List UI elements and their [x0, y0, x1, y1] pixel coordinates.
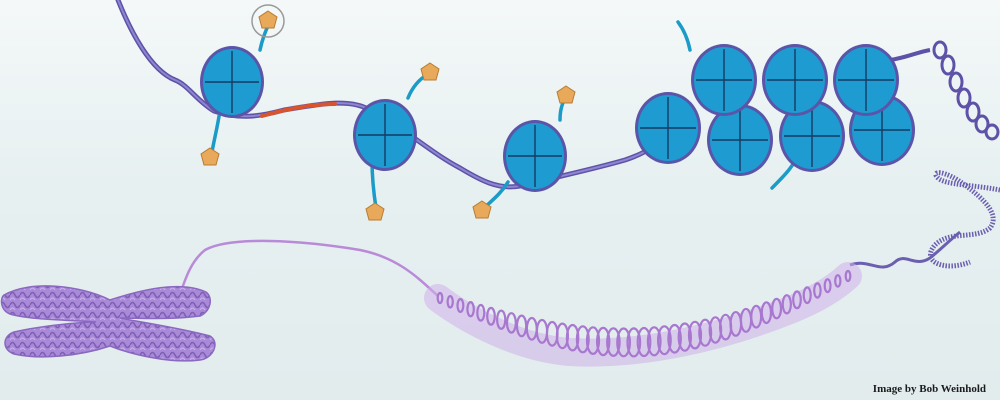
- fiber-coil-ring: [771, 297, 783, 320]
- histone-octamer-icon: [762, 44, 828, 116]
- fiber-coil-ring: [834, 274, 842, 288]
- fiber-coil-ring: [636, 326, 652, 358]
- fiber-coil-ring: [813, 282, 822, 299]
- fiber-coil-ring: [575, 325, 590, 354]
- image-credit: Image by Bob Weinhold: [873, 383, 986, 395]
- fiber-coil-ring: [657, 325, 672, 356]
- fiber-coil-ring: [823, 278, 832, 294]
- fiber-coil-ring: [616, 327, 631, 358]
- nucleosome-cluster: [635, 44, 915, 176]
- fiber-coil-ring: [446, 294, 454, 309]
- pentagon-tag-icon: [420, 62, 440, 81]
- fiber-coil-ring: [436, 291, 444, 305]
- fiber-coil-ring: [698, 318, 713, 347]
- fiber-coil-ring: [760, 301, 773, 325]
- pentagon-tag-icon: [200, 147, 220, 166]
- fiber-coil-ring: [596, 326, 611, 357]
- fiber-coil-ring: [687, 320, 703, 350]
- highlight-dna-segment: [260, 102, 337, 118]
- fiber-coil-ring: [456, 298, 465, 314]
- pentagon-tag-icons: [200, 10, 576, 221]
- fiber-coil-ring: [505, 312, 517, 334]
- fiber-coil-ring: [486, 306, 496, 326]
- fiber-coil-ring: [667, 323, 682, 354]
- tag-highlight-circle: [251, 4, 285, 38]
- dna-coil: [932, 40, 1000, 141]
- pentagon-tag-icon: [556, 85, 576, 104]
- fiber-coil-ring: [496, 309, 507, 330]
- histone-octamer-icon: [503, 120, 567, 192]
- histone-octamer-icon: [200, 46, 264, 118]
- histone-octamer-icon: [691, 44, 757, 116]
- fiber-coil-ring: [646, 326, 662, 357]
- pentagon-tag-icon: [258, 10, 278, 29]
- histone-octamer-icon: [833, 44, 899, 116]
- coiled-fiber: [928, 170, 1000, 269]
- pentagon-tag-icon: [472, 200, 492, 219]
- fiber-coil-ring: [781, 294, 793, 315]
- fiber-coil-ring: [677, 322, 693, 352]
- fiber-coil-ring: [802, 286, 812, 305]
- fiber-coil-ring: [466, 301, 475, 318]
- chromatin-fiber: [424, 262, 862, 367]
- fiber-coil-ring: [844, 269, 852, 283]
- nucleosomes: [200, 46, 567, 192]
- pentagon-tag-icon: [365, 202, 385, 221]
- histone-octamer-icon: [707, 104, 773, 176]
- fiber-coil-ring: [476, 303, 486, 322]
- chromatin-thread: [176, 239, 439, 301]
- x-chromosome-icon: [0, 285, 216, 362]
- histone-octamer-icon: [353, 99, 417, 171]
- dna-strand: [849, 230, 961, 269]
- fiber-coil-ring: [606, 327, 621, 358]
- histone-octamer-icon: [635, 92, 701, 164]
- fiber-coil-ring: [792, 290, 802, 310]
- histone-octamer-icon: [779, 100, 845, 172]
- fiber-coil-ring: [565, 323, 580, 352]
- fiber-coil-ring: [585, 326, 601, 356]
- fiber-coil-ring: [626, 327, 642, 358]
